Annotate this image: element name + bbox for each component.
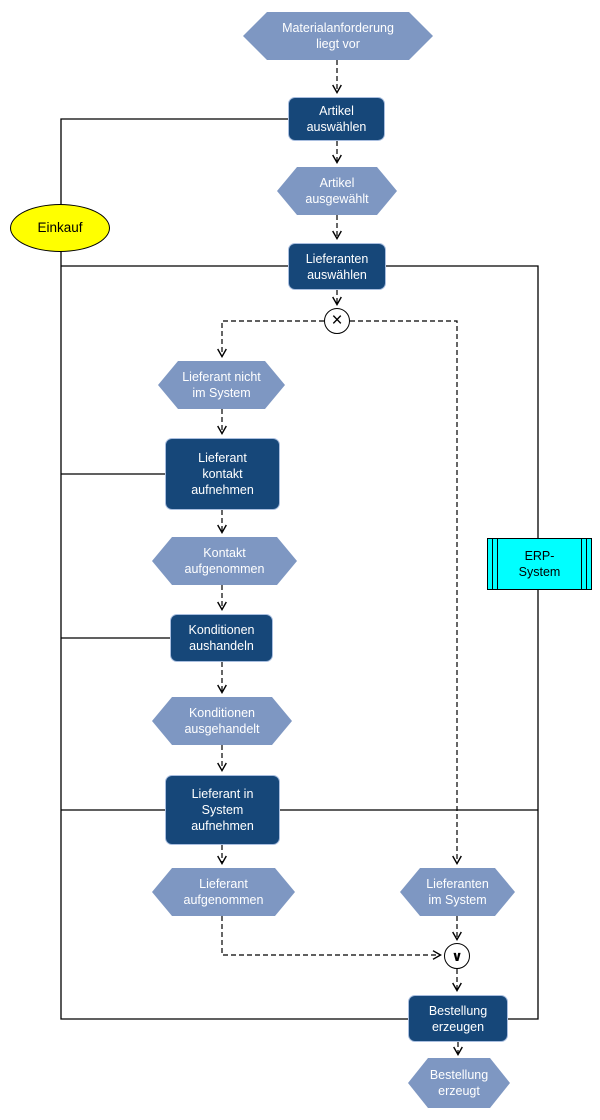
function-label: Artikel auswählen <box>306 104 367 134</box>
org-unit-label: Einkauf <box>37 220 83 236</box>
event-kontakt-aufgenommen[interactable]: Kontakt aufgenommen <box>152 537 297 585</box>
event-label: Artikel ausgewählt <box>305 176 369 206</box>
function-label: Bestellung erzeugen <box>428 1003 488 1034</box>
function-label: Lieferanten auswählen <box>305 251 369 282</box>
event-label: Lieferant aufgenommen <box>183 877 264 907</box>
system-erp[interactable]: ERP- System <box>487 538 592 590</box>
function-bestellung-erzeugen[interactable]: Bestellung erzeugen <box>408 995 508 1042</box>
event-konditionen-ausgehandelt[interactable]: Konditionen ausgehandelt <box>152 697 292 745</box>
event-materialanforderung-liegt-vor[interactable]: Materialanforderung liegt vor <box>243 12 433 60</box>
function-lieferanten-auswaehlen[interactable]: Lieferanten auswählen <box>288 243 386 290</box>
event-lieferant-aufgenommen[interactable]: Lieferant aufgenommen <box>152 868 295 916</box>
event-lieferant-nicht-im-system[interactable]: Lieferant nicht im System <box>158 361 285 409</box>
system-left-bars-icon <box>492 539 498 589</box>
function-lieferant-kontakt-aufnehmen[interactable]: Lieferant kontakt aufnehmen <box>165 438 280 510</box>
event-label: Kontakt aufgenommen <box>184 546 265 576</box>
org-unit-einkauf[interactable]: Einkauf <box>10 204 110 252</box>
function-lieferant-in-system-aufnehmen[interactable]: Lieferant in System aufnehmen <box>165 775 280 845</box>
event-label: Lieferant nicht im System <box>182 370 261 400</box>
xor-symbol: × <box>331 309 343 331</box>
function-konditionen-aushandeln[interactable]: Konditionen aushandeln <box>170 614 273 662</box>
or-symbol: ∨ <box>451 948 463 964</box>
solid-rails <box>60 118 539 1020</box>
function-label: Lieferant in System aufnehmen <box>191 787 254 833</box>
event-artikel-ausgewaehlt[interactable]: Artikel ausgewählt <box>277 167 397 215</box>
function-label: Lieferant kontakt aufnehmen <box>191 451 254 497</box>
event-label: Materialanforderung liegt vor <box>282 21 394 51</box>
event-label: Konditionen ausgehandelt <box>184 706 260 736</box>
function-artikel-auswaehlen[interactable]: Artikel auswählen <box>288 97 385 141</box>
control-flow <box>217 60 463 1056</box>
function-label: Konditionen aushandeln <box>188 623 255 653</box>
event-label: Bestellung erzeugt <box>429 1068 489 1098</box>
event-lieferanten-im-system[interactable]: Lieferanten im System <box>400 868 515 916</box>
xor-connector-icon[interactable]: × <box>324 308 350 334</box>
system-label: ERP- System <box>518 549 561 579</box>
event-label: Lieferanten im System <box>426 877 489 907</box>
system-right-bars-icon <box>581 539 587 589</box>
or-connector-icon[interactable]: ∨ <box>444 943 470 969</box>
event-bestellung-erzeugt[interactable]: Bestellung erzeugt <box>408 1058 510 1108</box>
